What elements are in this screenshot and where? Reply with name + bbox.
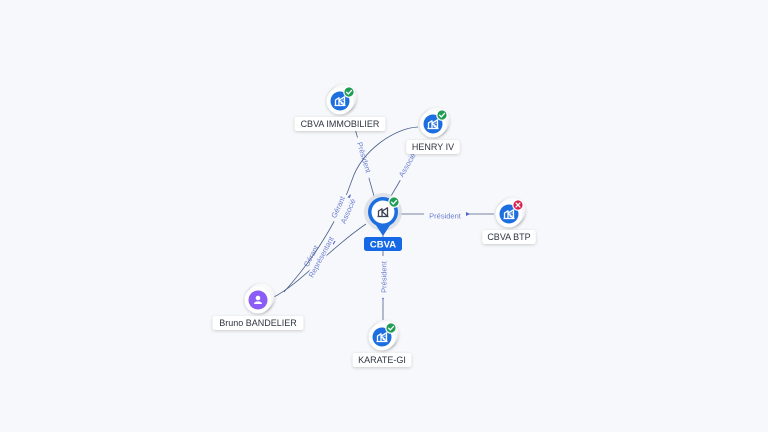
edge-cbva-btp[interactable]: Président: [399, 212, 494, 221]
henry-iv-node[interactable]: HENRY IV: [406, 107, 460, 155]
nodes-layer: CBVA CBVA IMMOBILIER HENRY IV CBVA BTP KARAT…: [212, 84, 536, 368]
cbva-btp-node[interactable]: CBVA BTP: [482, 197, 536, 245]
node-label-pill: [294, 117, 386, 131]
node-label-pill: [364, 237, 402, 251]
node-label: HENRY IV: [412, 142, 454, 152]
arrow-icon: [466, 212, 470, 216]
edge-label: Président: [380, 260, 389, 293]
building-icon: [377, 207, 389, 218]
status-active-icon: [436, 109, 448, 121]
node-label: CBVA: [370, 240, 396, 251]
node-label: CBVA IMMOBILIER: [301, 119, 380, 129]
node-label-pill: [406, 140, 460, 154]
cbva-immobilier-node[interactable]: CBVA IMMOBILIER: [294, 84, 386, 132]
node-label: Bruno BANDELIER: [219, 318, 297, 328]
edge-label: Associé: [397, 151, 418, 178]
edge-label: Président: [429, 212, 462, 221]
status-active-icon: [385, 322, 397, 334]
node-label-pill: [212, 316, 304, 330]
edge-line: [283, 126, 419, 293]
node-label: CBVA BTP: [487, 232, 530, 242]
cbva-node[interactable]: CBVA: [364, 193, 402, 251]
status-active-icon: [343, 86, 355, 98]
karate-gi-node[interactable]: KARATE-GI: [352, 320, 412, 368]
status-active-icon: [388, 196, 400, 208]
status-closed-icon: [512, 199, 524, 211]
bruno-bandelier-node[interactable]: Bruno BANDELIER: [212, 283, 304, 331]
node-label-pill: [482, 230, 536, 244]
node-label: KARATE-GI: [358, 355, 406, 365]
node-label-pill: [352, 353, 412, 367]
person-icon: [254, 295, 262, 304]
